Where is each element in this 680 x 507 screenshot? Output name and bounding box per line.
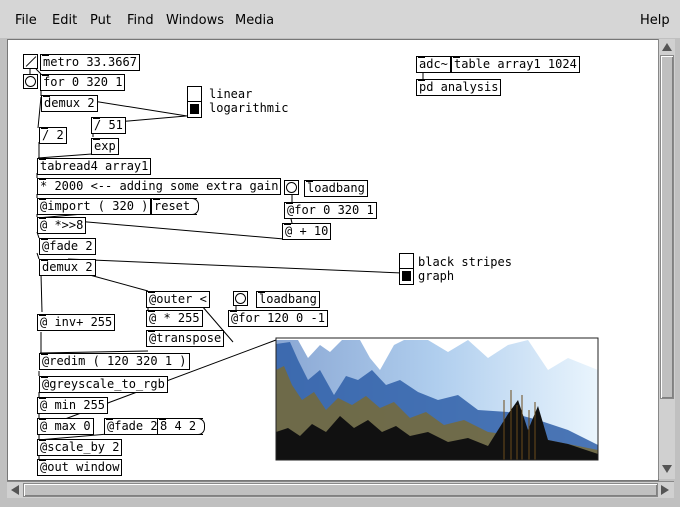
obj-loadbang-1[interactable]: loadbang xyxy=(304,180,368,197)
obj-mul-255[interactable]: @ * 255 xyxy=(146,310,203,327)
gem-window-graph xyxy=(275,337,599,461)
loadbang-bang-1[interactable] xyxy=(284,180,299,195)
msg-8-4-2[interactable]: 8 4 2 xyxy=(157,418,206,435)
obj-demux-2[interactable]: demux 2 xyxy=(39,259,96,276)
horizontal-scroll-thumb[interactable] xyxy=(23,483,658,497)
obj-outer[interactable]: @outer < xyxy=(146,291,210,308)
display-radio-black-stripes[interactable] xyxy=(400,254,413,269)
menu-windows[interactable]: Windows xyxy=(166,13,225,28)
obj-for-3[interactable]: @for 120 0 -1 xyxy=(228,310,328,327)
menu-find[interactable]: Find xyxy=(127,13,154,28)
obj-transpose[interactable]: @transpose xyxy=(146,330,225,347)
label-linear: linear xyxy=(209,87,253,101)
vertical-scroll-thumb[interactable] xyxy=(660,55,674,399)
obj-tabread4[interactable]: tabread4 array1 xyxy=(37,158,152,175)
obj-for-2[interactable]: @for 0 320 1 xyxy=(284,202,377,219)
scale-radio-linear[interactable] xyxy=(188,87,201,102)
obj-table[interactable]: table array1 1024 xyxy=(451,56,580,73)
obj-min[interactable]: @ min 255 xyxy=(37,397,109,414)
obj-loadbang-2[interactable]: loadbang xyxy=(256,291,320,308)
obj-pd-analysis[interactable]: pd analysis xyxy=(416,79,502,96)
scroll-right-arrow-icon[interactable] xyxy=(661,485,669,495)
label-black-stripes: black stripes xyxy=(418,255,512,269)
obj-fade-2[interactable]: @fade 2 xyxy=(104,418,161,435)
obj-fade-1[interactable]: @fade 2 xyxy=(39,238,96,255)
obj-demux-1[interactable]: demux 2 xyxy=(41,95,98,112)
horizontal-scrollbar[interactable] xyxy=(7,481,674,498)
obj-redim[interactable]: @redim ( 120 320 1 ) xyxy=(39,353,190,370)
menu-edit[interactable]: Edit xyxy=(52,13,78,28)
obj-mul-2000[interactable]: * 2000 <-- adding some extra gain xyxy=(37,178,282,195)
obj-greyscale[interactable]: @greyscale_to_rgb xyxy=(39,376,168,393)
obj-for[interactable]: for 0 320 1 xyxy=(40,74,126,91)
obj-div-2[interactable]: / 2 xyxy=(39,127,67,144)
menu-put[interactable]: Put xyxy=(90,13,111,28)
obj-plus-10[interactable]: @ + 10 xyxy=(282,223,332,240)
obj-inv[interactable]: @ inv+ 255 xyxy=(37,314,116,331)
scale-radio[interactable] xyxy=(187,86,202,118)
menu-media[interactable]: Media xyxy=(235,13,275,28)
patch-cords xyxy=(29,68,599,461)
obj-scale-by[interactable]: @scale_by 2 xyxy=(37,439,123,456)
obj-metro[interactable]: metro 33.3667 xyxy=(40,54,140,71)
vertical-scrollbar[interactable] xyxy=(658,39,675,479)
menu-file[interactable]: File xyxy=(15,13,37,28)
for-bang[interactable] xyxy=(23,74,38,89)
metro-toggle[interactable] xyxy=(23,54,38,69)
display-radio[interactable] xyxy=(399,253,414,285)
patch-canvas[interactable]: linear logarithmic black stripes graph m… xyxy=(7,39,659,481)
menu-help[interactable]: Help xyxy=(640,13,670,28)
label-graph: graph xyxy=(418,269,455,283)
scroll-left-arrow-icon[interactable] xyxy=(11,485,19,495)
scroll-down-arrow-icon[interactable] xyxy=(662,465,672,473)
msg-reset[interactable]: reset xyxy=(151,198,200,215)
scroll-up-arrow-icon[interactable] xyxy=(662,43,672,51)
obj-div-51[interactable]: / 51 xyxy=(91,117,126,134)
obj-exp[interactable]: exp xyxy=(91,138,119,155)
obj-import[interactable]: @import ( 320 ) xyxy=(37,198,152,215)
obj-out-window[interactable]: @out window xyxy=(37,459,123,476)
obj-adc[interactable]: adc~ xyxy=(416,56,451,73)
scale-radio-logarithmic[interactable] xyxy=(188,102,201,117)
label-logarithmic: logarithmic xyxy=(209,101,289,115)
menu-bar: File Edit Put Find Windows Media Help xyxy=(0,0,680,38)
display-radio-graph[interactable] xyxy=(400,269,413,284)
obj-shift[interactable]: @ *>>8 xyxy=(37,217,87,234)
obj-max[interactable]: @ max 0 xyxy=(37,418,94,435)
loadbang-bang-2[interactable] xyxy=(233,291,248,306)
